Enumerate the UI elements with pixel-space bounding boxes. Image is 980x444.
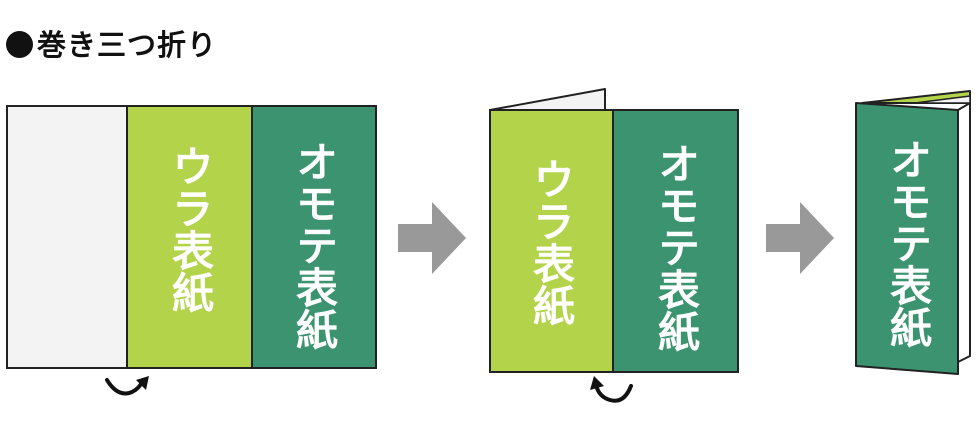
right-arrow-icon <box>398 202 466 274</box>
back-cover-panel <box>489 109 614 373</box>
title-text: 巻き三つ折り <box>37 28 218 62</box>
back-cover-label: ウラ表紙 <box>166 145 215 313</box>
curved-arrow-clockwise-icon <box>105 376 149 396</box>
curved-arrow-counterclockwise-icon <box>590 376 633 403</box>
front-cover-label: オモテ表紙 <box>884 138 933 348</box>
folded-inner-panel-edge <box>489 88 606 111</box>
front-cover-panel <box>612 109 739 373</box>
back-cover-label: ウラ表紙 <box>527 158 576 326</box>
bullet-icon <box>6 31 33 58</box>
front-cover-panel <box>251 105 377 369</box>
step-2-half-folded: ウラ表紙 オモテ表紙 <box>489 88 739 373</box>
right-arrow-icon <box>766 202 834 274</box>
diagram-title: 巻き三つ折り <box>6 22 217 64</box>
back-panel-side <box>957 102 971 363</box>
back-cover-panel <box>126 105 253 369</box>
step-3-fully-folded: オモテ表紙 <box>855 90 971 375</box>
front-cover-label: オモテ表紙 <box>652 142 701 352</box>
folded-inner-panel-edge <box>914 95 971 104</box>
step-1-flat-sheet: ウラ表紙 オモテ表紙 <box>6 105 377 369</box>
front-cover-label: オモテ表紙 <box>290 140 339 350</box>
front-cover-panel <box>855 102 959 375</box>
inner-fold-panel <box>6 105 128 369</box>
